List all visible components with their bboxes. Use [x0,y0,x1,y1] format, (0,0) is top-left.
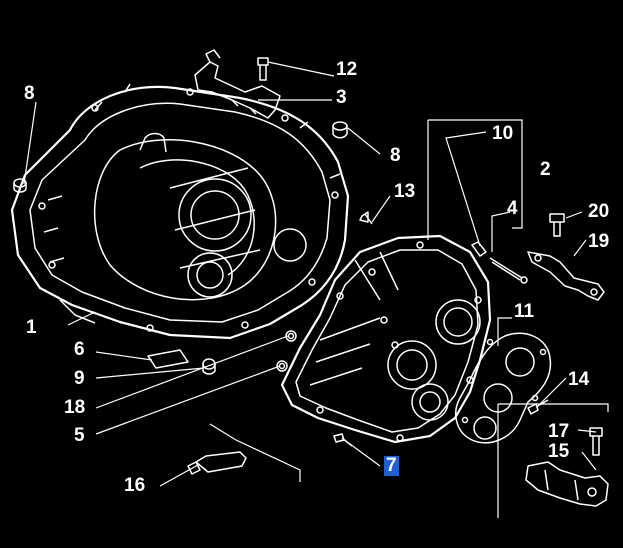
callout-13: 13 [394,181,416,202]
callout-5: 5 [74,425,85,446]
callout-14: 14 [568,369,590,390]
callout-12: 12 [336,59,358,80]
callout-7-highlighted[interactable]: 7 [384,455,399,476]
bracket-part-19 [527,251,605,301]
sender-part-16 [187,451,247,475]
callout-2: 2 [540,159,551,180]
callout-3: 3 [336,87,347,108]
callout-20: 20 [588,201,610,222]
callout-15: 15 [548,441,570,462]
callout-10: 10 [492,123,514,144]
clutch-housing-part [10,83,350,340]
plug-part-8-right [332,121,348,139]
bracket-part-3 [194,49,281,119]
bolt-part-14 [527,399,549,415]
plug-part-8-left [13,178,27,193]
callout-8-left: 8 [24,83,35,104]
leader-lines [23,61,609,518]
callout-19: 19 [588,231,610,252]
gasket-part-11 [455,332,552,444]
callout-8-right: 8 [390,145,401,166]
bush-part-9 [202,358,216,375]
bolt-part-20 [549,213,565,237]
bolt-part-7 [333,433,353,447]
callout-18: 18 [64,397,86,418]
callout-11: 11 [514,301,535,322]
stud-part-4 [489,257,528,284]
callout-6: 6 [74,339,85,360]
bolt-part-13 [359,211,373,225]
callout-4: 4 [507,198,518,219]
bolt-part-12 [257,57,269,81]
shim-part-6 [147,349,189,369]
dowel-part-10 [471,241,487,257]
callout-9: 9 [74,368,85,389]
callout-17: 17 [548,421,570,442]
sensor-bracket-part-15 [525,461,609,507]
callout-16: 16 [124,475,146,496]
gearbox-case-part [280,234,492,444]
bolt-part-17 [589,427,603,456]
ring-part-18 [285,330,297,342]
callout-1: 1 [26,317,37,338]
